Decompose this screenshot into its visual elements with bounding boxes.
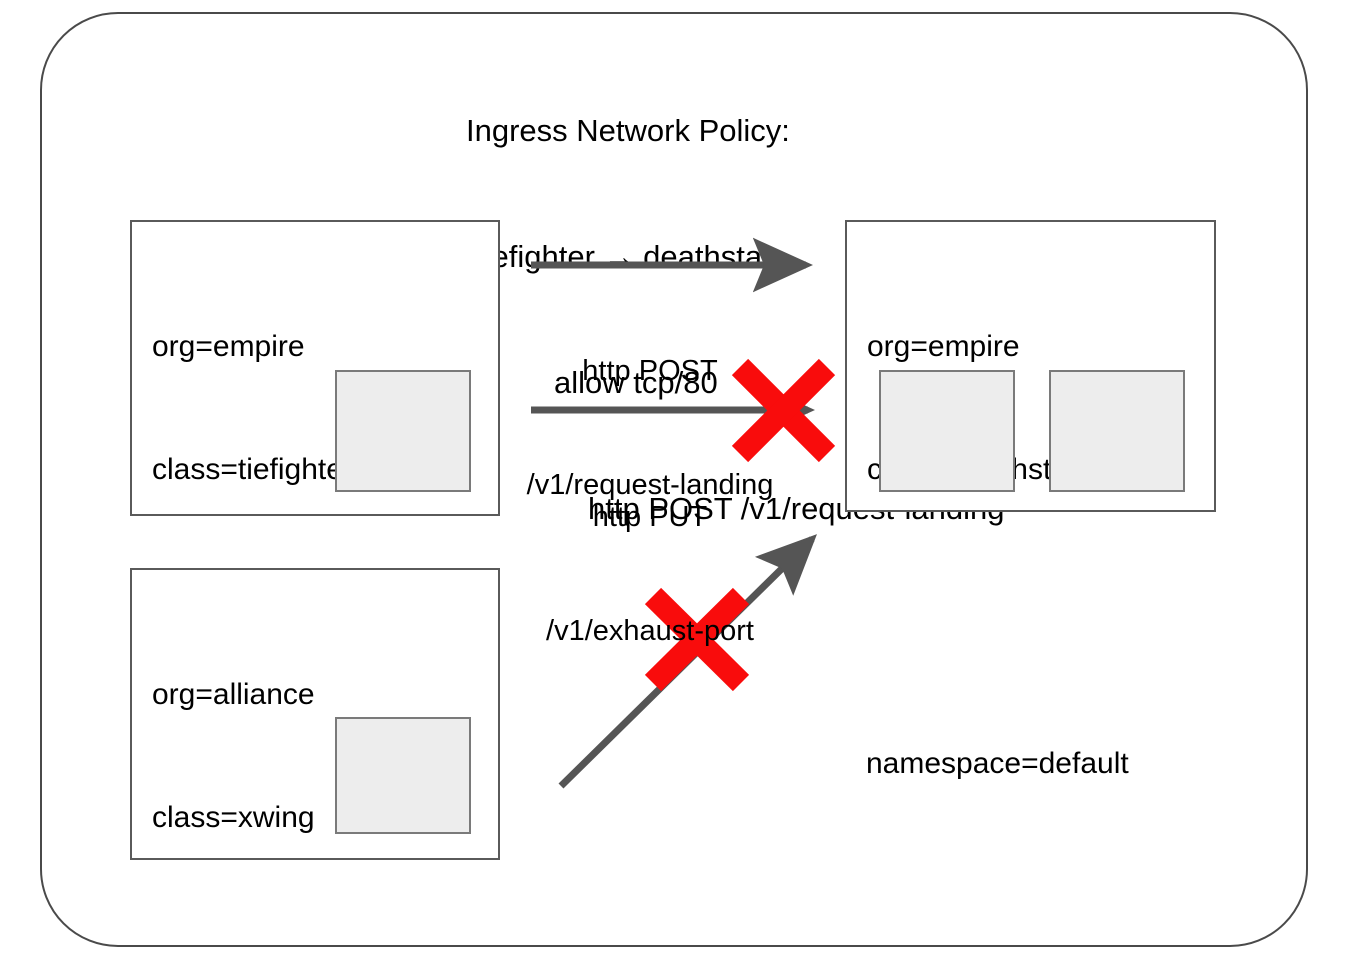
pod-square bbox=[1049, 370, 1185, 492]
namespace-boundary bbox=[40, 12, 1308, 947]
policy-title-line-1: Ingress Network Policy: bbox=[466, 113, 790, 148]
flow-label-line-2: /v1/exhaust-port bbox=[546, 615, 754, 647]
endpoint-labels-xwing: org=alliance class=xwing bbox=[152, 592, 315, 920]
flow-label-line-2: /v1/request-landing bbox=[526, 469, 774, 501]
pod-square bbox=[335, 370, 471, 492]
endpoint-box-xwing: org=alliance class=xwing bbox=[130, 568, 500, 860]
endpoint-label-org: org=empire bbox=[867, 330, 1020, 363]
endpoint-label-class: class=tiefighter bbox=[152, 453, 353, 486]
pod-square bbox=[335, 717, 471, 834]
flow-label-line-1: http POST bbox=[582, 355, 718, 387]
flow-label-denied-put: http PUT /v1/exhaust-port bbox=[470, 422, 830, 726]
endpoint-box-deathstar: org=empire class=deathstar bbox=[845, 220, 1216, 512]
namespace-caption: namespace=default bbox=[866, 747, 1129, 780]
pod-square bbox=[879, 370, 1015, 492]
flow-label-line-1: http PUT bbox=[592, 501, 708, 533]
endpoint-labels-tiefighter: org=empire class=tiefighter bbox=[152, 244, 353, 572]
flow-label-allowed-post: http POST /v1/request-landing bbox=[470, 276, 830, 580]
endpoint-box-tiefighter: org=empire class=tiefighter bbox=[130, 220, 500, 516]
endpoint-label-org: org=alliance bbox=[152, 678, 315, 711]
endpoint-label-class: class=xwing bbox=[152, 801, 315, 834]
policy-title-line-3: allow tcp/80 bbox=[554, 365, 718, 400]
endpoint-label-org: org=empire bbox=[152, 330, 305, 363]
